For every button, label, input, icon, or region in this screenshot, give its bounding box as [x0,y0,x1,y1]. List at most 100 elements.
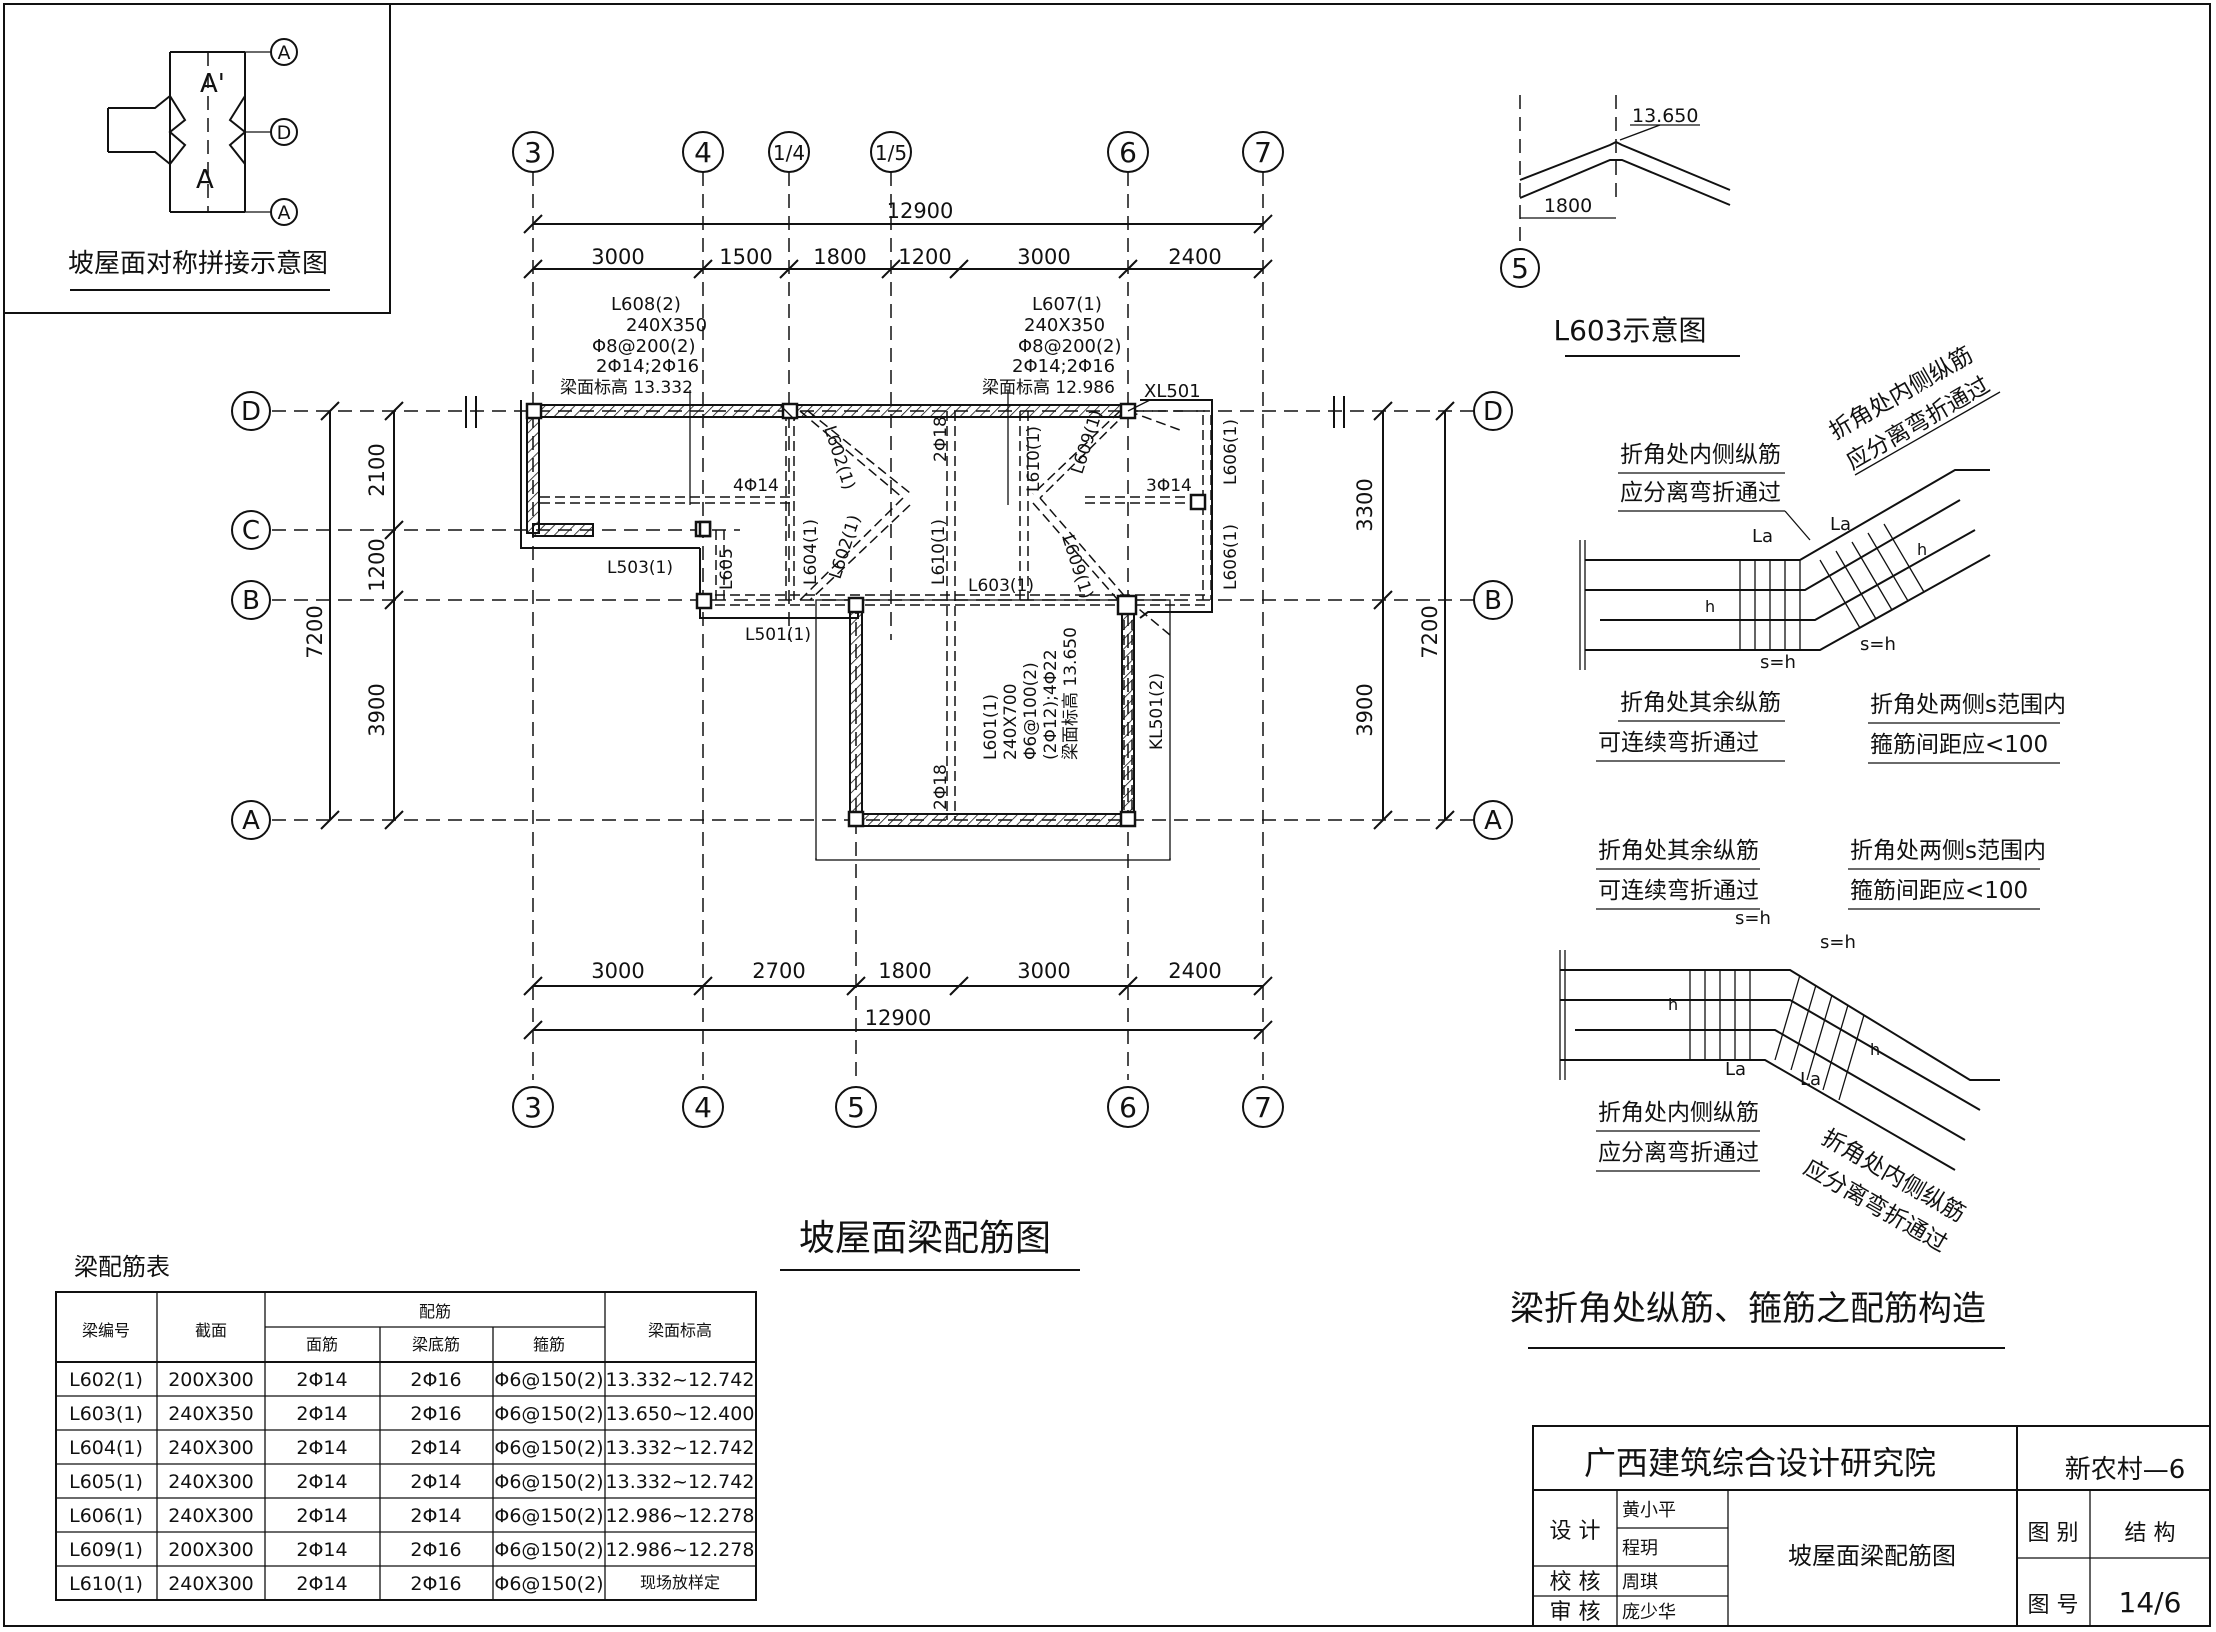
l601-elev: 梁面标高 13.650 [1061,627,1081,760]
detail1-note-c1: 折角处其余纵筋 [1620,690,1781,716]
detail2-note-c1: 折角处内侧纵筋 [1598,1100,1759,1126]
label-l603: L603(1) [968,576,1034,596]
l601-bars: (2Φ12);4Φ22 [1041,649,1061,760]
axis-top-7: 7 [1254,136,1272,169]
cell-1-1: 240X350 [168,1403,254,1425]
tb-checker: 周琪 [1622,1572,1658,1593]
detail2-la-1: La [1725,1059,1746,1080]
label-l606-b: L606(1) [1221,524,1241,590]
cell-0-4: Φ6@150(2) [494,1369,603,1391]
cell-5-2: 2Φ14 [296,1539,347,1561]
cell-4-2: 2Φ14 [296,1505,347,1527]
axis-left-b: B [242,586,260,616]
cell-6-5: 现场放样定 [640,1573,720,1592]
cell-3-2: 2Φ14 [296,1471,347,1493]
l608-elev: 梁面标高 13.332 [560,378,693,398]
label-l606-a: L606(1) [1221,419,1241,485]
cell-6-2: 2Φ14 [296,1573,347,1595]
axis-right-d: D [1483,397,1503,427]
detail2-h2: h [1870,1040,1880,1059]
label-l503: L503(1) [607,558,673,578]
columns [525,402,1207,828]
tb-number: 14/6 [2119,1586,2182,1619]
th-elev: 梁面标高 [648,1321,712,1340]
label-kl501: KL501(2) [1147,673,1167,750]
th-top: 面筋 [306,1335,338,1354]
beam-left-edge [526,410,540,534]
cell-0-3: 2Φ16 [410,1369,461,1391]
axis-bottom-7: 7 [1254,1091,1272,1124]
dim-bottom-1: 2700 [752,959,805,983]
tb-number-label: 图 号 [2028,1593,2079,1618]
axis-bottom-3: 3 [524,1091,542,1124]
axis-top-3: 3 [524,136,542,169]
label-2phi18-b: 2Φ18 [931,764,951,810]
label-3phi14: 3Φ14 [1146,476,1192,496]
cell-2-3: 2Φ14 [410,1437,461,1459]
label-l602-b: L602(1) [826,513,865,582]
axis-right-b: B [1484,586,1502,616]
tb-institute: 广西建筑综合设计研究院 [1584,1444,1936,1482]
beam-l601-bottom [855,813,1129,827]
label-xl501: XL501 [1144,381,1201,402]
dim-left-0: 2100 [365,443,389,496]
cell-1-4: Φ6@150(2) [494,1403,603,1425]
roof-beam-plan: 12900 3000 1500 1800 1200 3000 2400 3 4 … [231,131,1513,1271]
dim-right-0: 3300 [1353,478,1377,531]
title-block: 广西建筑综合设计研究院 新农村—6 设 计 黄小平 程玥 校 核 周琪 审 核 … [1532,1425,2211,1627]
label-l605: L605 [717,548,737,590]
cell-4-0: L606(1) [69,1505,143,1527]
detail1-la-1: La [1752,526,1773,547]
dim-top-total: 12900 [887,199,954,223]
axis-bottom-4: 4 [694,1091,712,1124]
cell-2-4: Φ6@150(2) [494,1437,603,1459]
dim-bottom-3: 3000 [1017,959,1070,983]
tb-designer-1: 黄小平 [1622,1500,1676,1521]
cell-5-4: Φ6@150(2) [494,1539,603,1561]
l608-section: 240X350 [626,315,707,336]
sheet-border [3,3,2211,1627]
dim-top-1: 1500 [719,245,772,269]
detail1-h2: h [1917,540,1927,559]
inset-label-a1: A [278,42,291,64]
dim-bottom-total: 12900 [865,1006,932,1030]
axis-bubbles-bottom: 3 4 5 6 7 [512,1086,1284,1128]
inset-splice-diagram: A D A A' A 坡屋面对称拼接示意图 [3,3,391,314]
table-title: 梁配筋表 [74,1253,170,1281]
cell-2-5: 13.332~12.742 [606,1437,755,1459]
cell-1-0: L603(1) [69,1403,143,1425]
l603-sketch-elev: 13.650 [1632,105,1698,127]
th-section: 截面 [195,1321,227,1340]
cell-2-2: 2Φ14 [296,1437,347,1459]
axis-top-1-5: 1/5 [875,141,907,165]
cell-0-1: 200X300 [168,1369,254,1391]
tb-category: 结 构 [2125,1521,2176,1546]
dim-bottom-4: 2400 [1168,959,1221,983]
axis-left-d: D [241,397,261,427]
axis-top-4: 4 [694,136,712,169]
axis-bubbles-top: 3 4 1/4 1/5 6 7 [512,131,1284,173]
tb-category-label: 图 别 [2028,1521,2079,1546]
axis-bottom-5: 5 [847,1091,865,1124]
axis-right-a: A [1484,806,1502,836]
detail2-note-a2: 可连续弯折通过 [1598,878,1759,904]
l607-elev: 梁面标高 12.986 [982,378,1115,398]
cell-3-0: L605(1) [69,1471,143,1493]
tb-review-label: 审 核 [1550,1600,1601,1625]
detail1-note-d1: 折角处两侧s范围内 [1870,692,2066,718]
l601-section: 240X700 [1001,683,1021,760]
detail1-sh-1: s=h [1760,652,1796,673]
cell-3-5: 13.332~12.742 [606,1471,755,1493]
cell-4-3: 2Φ14 [410,1505,461,1527]
dim-left-2: 3900 [365,683,389,736]
cell-3-3: 2Φ14 [410,1471,461,1493]
l608-name: L608(2) [611,294,681,315]
cell-0-2: 2Φ14 [296,1369,347,1391]
cell-2-0: L604(1) [69,1437,143,1459]
beam-c-line [532,523,594,537]
detail1-note-a2: 应分离弯折通过 [1620,480,1781,506]
l603-sketch-title: L603示意图 [1553,314,1706,347]
detail1-sh-2: s=h [1860,634,1896,655]
l607-bars: 2Φ14;2Φ16 [1012,356,1115,377]
dim-top-5: 2400 [1168,245,1221,269]
